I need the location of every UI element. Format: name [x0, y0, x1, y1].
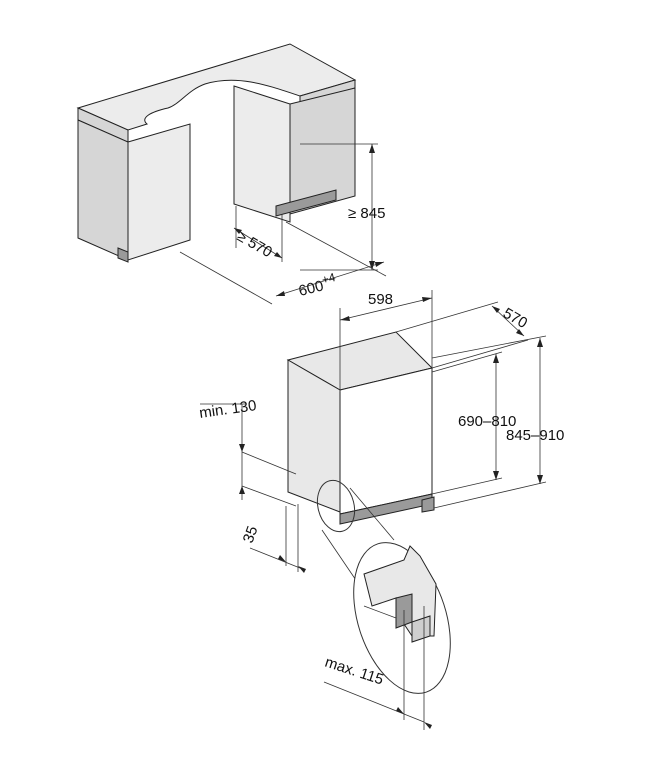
left-cabinet-side	[127, 123, 191, 261]
dim-niche-width: 600+4	[179, 221, 387, 305]
dim-door-height: 690–810	[431, 351, 516, 495]
right-cabinet-side	[233, 85, 291, 223]
label-35: 35	[240, 524, 262, 545]
cabinet-niche-illustration: ≥ 570 ≥ 845 600+4	[76, 43, 387, 305]
label-niche-width: 600+4	[296, 270, 339, 300]
label-niche-height: ≥ 845	[348, 205, 385, 222]
detail-magnification: max. 115	[323, 542, 451, 730]
label-appliance-width: 598	[368, 291, 393, 308]
dim-35: 35	[240, 504, 306, 573]
left-cabinet-front	[77, 119, 129, 261]
label-min-130: min. 130	[198, 397, 257, 422]
detail-marker	[316, 479, 356, 533]
worktop	[76, 43, 357, 131]
dim-min-130: min. 130	[198, 397, 297, 507]
label-total-height: 845–910	[506, 427, 564, 444]
label-door-height: 690–810	[458, 413, 516, 430]
dim-total-height: 845–910	[431, 335, 564, 509]
dim-appliance-width: 598	[339, 290, 433, 392]
label-niche-depth: ≥ 570	[234, 228, 275, 261]
label-appliance-depth: 570	[500, 305, 530, 332]
plinth	[275, 189, 337, 217]
dim-niche-height: ≥ 845	[300, 143, 385, 271]
right-cabinet-front	[289, 87, 356, 215]
